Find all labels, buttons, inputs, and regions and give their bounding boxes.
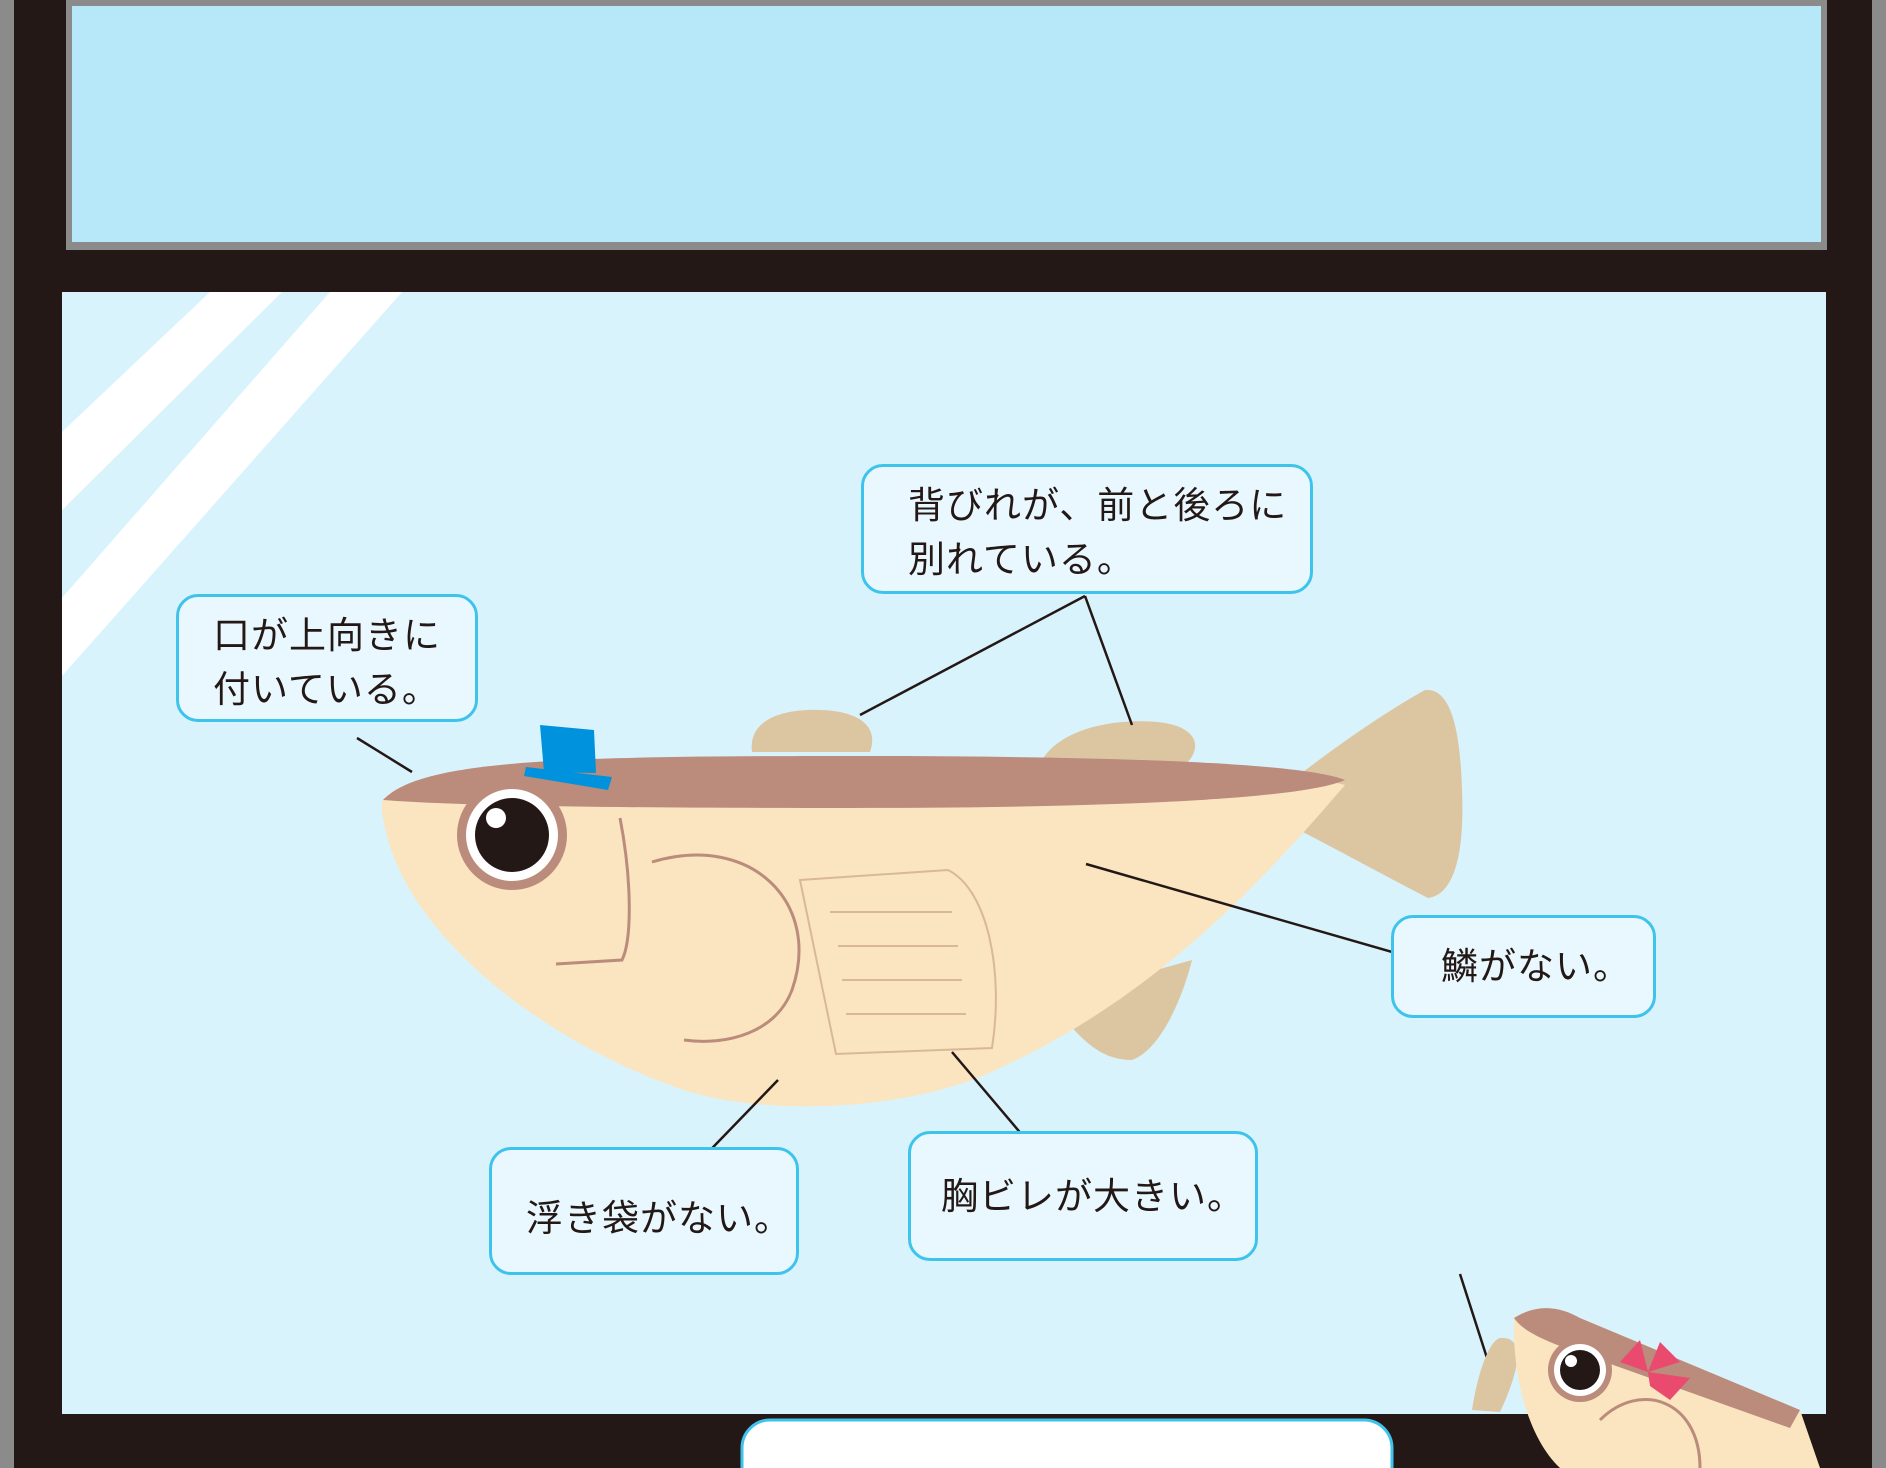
sign-plate xyxy=(740,1418,1394,1468)
top-hat-icon xyxy=(524,725,612,790)
leader-dorsal-front xyxy=(859,594,1086,717)
eye-highlight xyxy=(486,808,506,828)
small-eye-highlight xyxy=(1565,1355,1577,1367)
tail-fin xyxy=(1275,689,1463,898)
leader-scales xyxy=(1085,862,1421,962)
anal-fin xyxy=(1050,960,1192,1060)
leader-dorsal-rear xyxy=(1083,595,1134,726)
top-water-window xyxy=(72,6,1821,242)
label-dorsal-fin-line1: 背びれが、前と後ろに xyxy=(908,484,1288,527)
pectoral-fin xyxy=(798,868,997,1056)
frame-edge-right xyxy=(1872,0,1886,1468)
label-swim-bladder: 浮き袋がない。 xyxy=(489,1147,799,1275)
dorsal-fin-rear xyxy=(1042,721,1196,764)
small-eye-pupil xyxy=(1560,1350,1600,1390)
ribbon-bow-icon xyxy=(1620,1340,1690,1400)
label-mouth: 口が上向きに 付いている。 xyxy=(176,594,478,722)
main-fish xyxy=(381,689,1463,1107)
label-dorsal-fin: 背びれが、前と後ろに 別れている。 xyxy=(861,464,1313,594)
back-stripe xyxy=(383,756,1345,808)
small-fish xyxy=(1472,1308,1820,1468)
label-swim-bladder-text: 浮き袋がない。 xyxy=(526,1197,792,1240)
leader-lines xyxy=(356,594,1498,1387)
label-pectoral-fin-text: 胸ビレが大きい。 xyxy=(941,1175,1245,1218)
dorsal-fin-front xyxy=(751,709,873,752)
small-fish-gill xyxy=(1598,1398,1702,1468)
glass-glare xyxy=(62,292,282,510)
label-scales: 鱗がない。 xyxy=(1391,915,1656,1018)
eye-pupil xyxy=(475,798,549,872)
frame-edge-left xyxy=(0,0,14,1468)
label-scales-text: 鱗がない。 xyxy=(1441,945,1631,988)
leader-mouth xyxy=(356,736,413,774)
glass-glare xyxy=(62,292,402,676)
label-mouth-line2: 付いている。 xyxy=(213,668,440,711)
fish-body xyxy=(381,760,1345,1107)
gill-line xyxy=(555,817,631,966)
label-pectoral-fin: 胸ビレが大きい。 xyxy=(908,1131,1258,1261)
label-dorsal-fin-line2: 別れている。 xyxy=(908,538,1135,581)
small-fish-fin xyxy=(1472,1337,1518,1412)
gill-cover xyxy=(651,853,801,1043)
label-mouth-line1: 口が上向きに xyxy=(213,614,441,657)
